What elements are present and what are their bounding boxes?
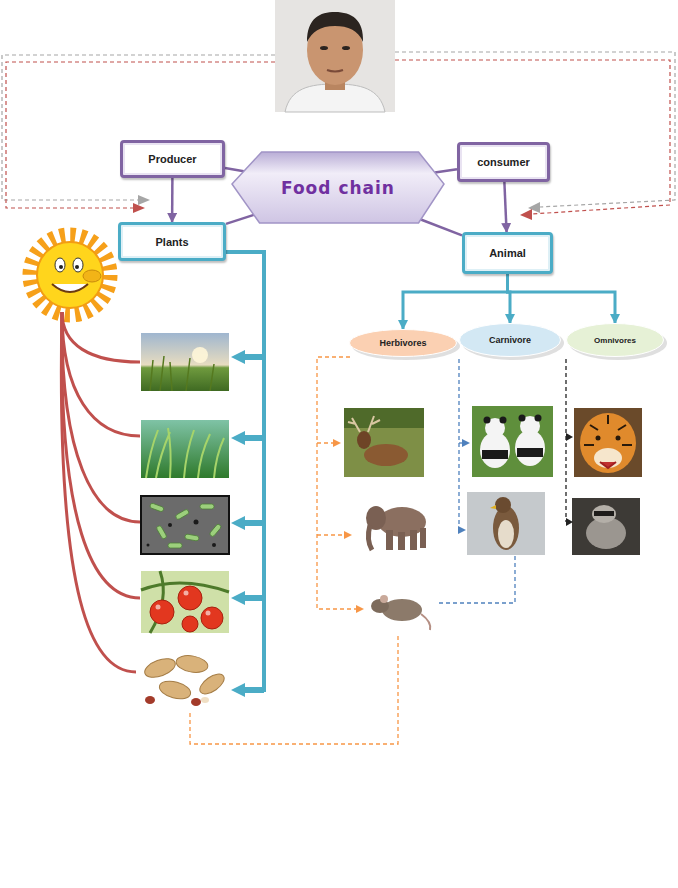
node-label: Food chain [281, 178, 395, 198]
sun-icon [30, 235, 110, 315]
producer-box: Producer [120, 140, 225, 178]
rat-photo [365, 585, 434, 632]
hexagon-shape [232, 152, 444, 223]
consumer-box: consumer [457, 142, 550, 182]
portrait-photo [275, 0, 395, 112]
node-label: Omnivores [594, 336, 636, 345]
category-ellipse: Omnivores [566, 323, 664, 357]
node-label: Plants [155, 236, 188, 248]
tiger-photo [574, 408, 642, 477]
ellipse-shape [350, 330, 457, 357]
connector [171, 178, 174, 222]
seagrass-photo [141, 420, 229, 478]
sun-line [61, 312, 140, 672]
connector [504, 182, 506, 232]
dashed-loop [2, 52, 675, 214]
peanut-photo [137, 648, 229, 712]
elk-photo [344, 408, 424, 477]
node-label: Carnivore [489, 335, 531, 345]
connector [435, 169, 457, 172]
bacteria-photo [141, 496, 229, 554]
category-ellipse: Herbivores [349, 329, 457, 357]
arrowhead [333, 433, 573, 613]
plants-box: Plants [118, 222, 226, 261]
connector [225, 168, 244, 171]
arrowhead [138, 195, 150, 205]
node-label: consumer [477, 156, 530, 168]
raccoon-photo [572, 498, 640, 555]
connector [421, 220, 462, 236]
node-label: Producer [148, 153, 196, 165]
feeding-line [190, 357, 569, 744]
arrowhead [133, 203, 145, 213]
food-chain-hexagon: Food chain [232, 152, 444, 223]
connector [403, 274, 508, 329]
connector [508, 274, 616, 323]
node-label: Herbivores [379, 338, 426, 348]
elephant-photo [355, 498, 438, 555]
ellipse-shape [460, 324, 561, 357]
tomato-photo [141, 571, 229, 633]
hawk-photo [467, 492, 545, 555]
panda-photo [472, 406, 553, 477]
category-ellipse: Carnivore [459, 323, 561, 357]
plant-feed-line [226, 252, 264, 697]
grass-photo [141, 333, 229, 391]
ellipse-shape [567, 324, 664, 357]
arrowhead [520, 209, 532, 220]
node-label: Animal [489, 247, 526, 259]
animal-box: Animal [462, 232, 553, 274]
connector [226, 215, 254, 224]
